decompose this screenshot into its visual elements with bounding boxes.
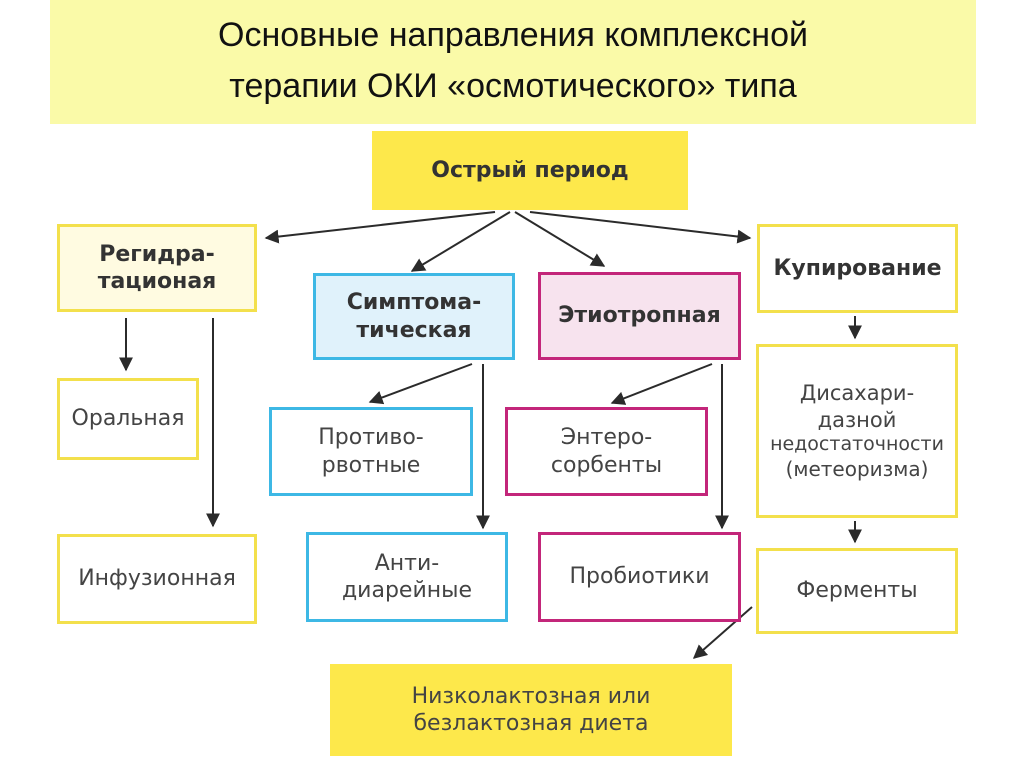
- arrow-acute-to-rehydration: [264, 211, 496, 244]
- node-oral: Оральная: [57, 378, 199, 460]
- node-antidiarrheal: Анти- диарейные: [306, 532, 508, 622]
- node-disaccharidase-line-1: Дисахари-: [799, 381, 915, 406]
- node-antidiarrheal-line-1: Анти-: [374, 550, 440, 576]
- node-oral-label: Оральная: [71, 406, 185, 432]
- node-acute-period-label: Острый период: [431, 157, 629, 183]
- node-disaccharidase-line-4: (метеоризма): [785, 456, 929, 481]
- arrow-acute-to-etiotropic: [514, 211, 606, 267]
- node-acute-period: Острый период: [372, 131, 688, 210]
- arrow-enzymes-to-diet: [692, 606, 753, 659]
- node-diet-line-1: Низколактозная или: [411, 683, 651, 709]
- node-antidiarrheal-line-2: диарейные: [341, 578, 473, 603]
- node-rehydration: Регидра- тационая: [57, 224, 257, 312]
- node-symptomatic: Симптома- тическая: [313, 273, 515, 360]
- node-infusion: Инфузионная: [57, 534, 257, 624]
- node-antiemetic-line-2: рвотные: [321, 452, 421, 478]
- node-enterosorbents-line-2: сорбенты: [550, 452, 663, 478]
- arrow-etiotropic-to-enterosorbents: [610, 363, 713, 405]
- node-symptomatic-line-1: Симптома-: [346, 290, 482, 315]
- title-line-2: терапии ОКИ «осмотического» типа: [229, 67, 797, 105]
- node-infusion-label: Инфузионная: [78, 566, 236, 592]
- node-antiemetic: Противо- рвотные: [269, 407, 473, 496]
- node-diet: Низколактозная или безлактозная диета: [330, 664, 732, 756]
- node-disaccharidase-line-2: дазной: [817, 407, 897, 432]
- node-disaccharidase: Дисахари- дазной недостаточности (метеор…: [756, 344, 958, 518]
- arrow-symptomatic-to-antiemetic: [368, 363, 473, 405]
- node-enterosorbents-line-1: Энтеро-: [560, 425, 653, 450]
- node-disaccharidase-line-3: недостаточности: [770, 432, 944, 455]
- node-symptomatic-line-2: тическая: [356, 317, 472, 343]
- node-relief: Купирование: [757, 224, 958, 313]
- node-rehydration-line-1: Регидра-: [99, 241, 215, 267]
- arrow-acute-to-relief: [529, 211, 752, 244]
- node-antiemetic-line-1: Противо-: [318, 425, 424, 450]
- node-diet-line-2: безлактозная диета: [413, 711, 649, 736]
- node-enzymes-label: Ферменты: [796, 578, 918, 604]
- arrow-acute-to-symptomatic: [410, 211, 511, 272]
- node-relief-label: Купирование: [773, 255, 942, 281]
- title-banner: Основные направления комплексной терапии…: [50, 0, 976, 124]
- node-enzymes: Ферменты: [756, 548, 958, 634]
- node-etiotropic-label: Этиотропная: [558, 303, 721, 329]
- node-probiotics: Пробиотики: [538, 532, 741, 622]
- node-probiotics-label: Пробиотики: [569, 564, 710, 590]
- title-line-1: Основные направления комплексной: [218, 16, 808, 54]
- node-rehydration-line-2: тационая: [97, 269, 217, 294]
- node-enterosorbents: Энтеро- сорбенты: [505, 407, 708, 496]
- node-etiotropic: Этиотропная: [538, 272, 741, 360]
